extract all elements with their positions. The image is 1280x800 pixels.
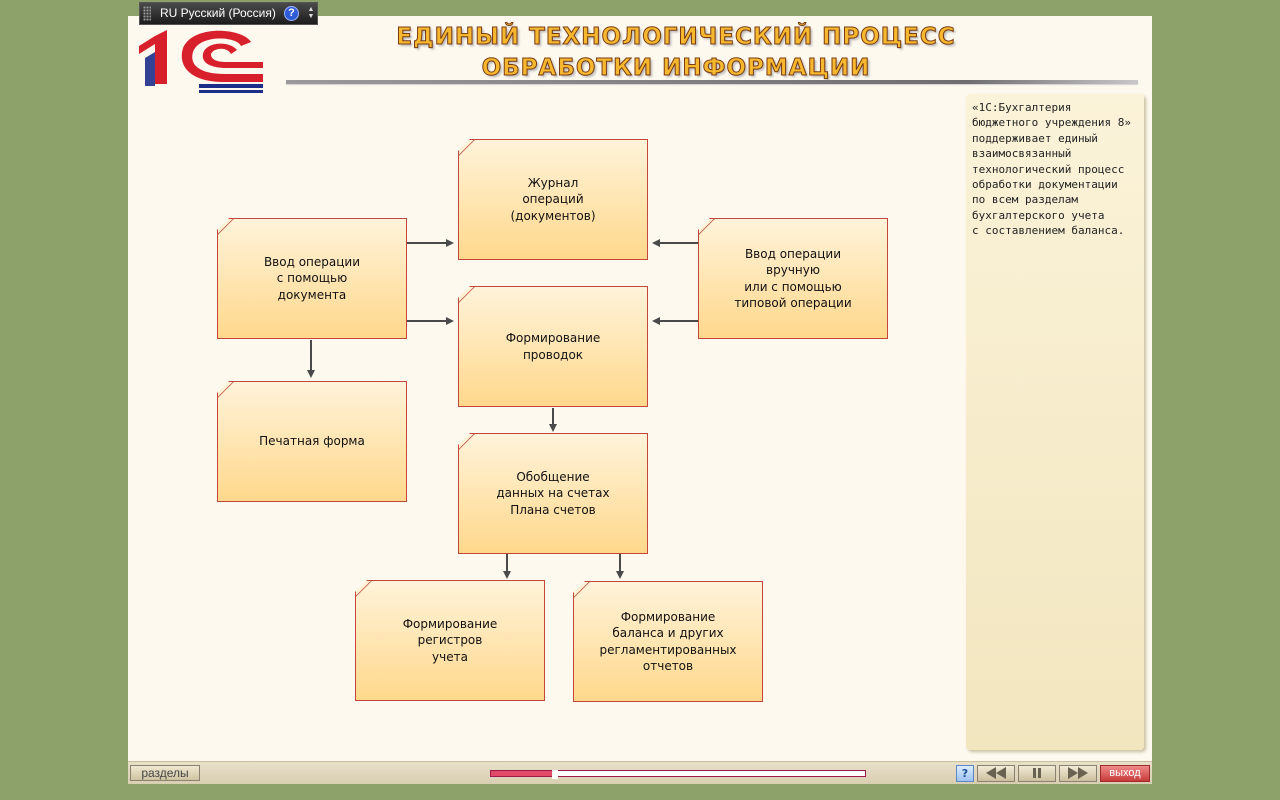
page-title-line1: ЕДИНЫЙ ТЕХНОЛОГИЧЕСКИЙ ПРОЦЕСС [396,24,956,51]
rewind-icon [986,767,1006,779]
box-print-form-label: Печатная форма [259,434,365,449]
presentation-window: ЕДИНЫЙ ТЕХНОЛОГИЧЕСКИЙ ПРОЦЕСС ОБРАБОТКИ… [128,16,1152,784]
box-input-document-label: Ввод операции с помощью документа [263,254,361,302]
grip-handle-icon[interactable] [143,6,151,21]
box-input-manual[interactable]: Ввод операции вручную или с помощью типо… [698,218,888,339]
language-bar[interactable]: RU Русский (Россия) ? ▲▼ [139,2,318,25]
description-panel: «1С:Бухгалтерия бюджетного учреждения 8»… [966,94,1144,750]
help-icon[interactable]: ? [284,6,299,21]
help-button[interactable]: ? [956,765,974,782]
navigation-bar: разделы ? выход [128,761,1152,784]
sections-button[interactable]: разделы [130,765,200,781]
rewind-button[interactable] [977,765,1015,782]
page-title-line2: ОБРАБОТКИ ИНФОРМАЦИИ [481,55,871,82]
box-postings-label: Формирование проводок [505,331,601,362]
box-input-document[interactable]: Ввод операции с помощью документа [217,218,407,339]
language-label[interactable]: RU Русский (Россия) [160,6,276,20]
progress-handle[interactable] [551,770,558,779]
box-summary[interactable]: Обобщение данных на счетах Плана счетов [458,433,648,554]
box-summary-label: Обобщение данных на счетах Плана счетов [496,469,610,517]
pause-icon [1033,768,1041,778]
exit-button[interactable]: выход [1100,765,1150,782]
title-divider [286,80,1138,84]
fast-forward-icon [1068,767,1088,779]
box-postings[interactable]: Формирование проводок [458,286,648,407]
box-balance[interactable]: Формирование баланса и других регламенти… [573,581,763,702]
progress-fill [491,771,555,776]
box-input-manual-label: Ввод операции вручную или с помощью типо… [734,246,852,311]
box-journal[interactable]: Журнал операций (документов) [458,139,648,260]
1c-logo [139,30,263,93]
box-journal-label: Журнал операций (документов) [510,175,596,223]
box-balance-label: Формирование баланса и других регламенти… [599,609,737,674]
options-arrow-icon[interactable]: ▲▼ [307,6,315,20]
fast-forward-button[interactable] [1059,765,1097,782]
progress-bar[interactable] [490,770,866,779]
box-registers[interactable]: Формирование регистров учета [355,580,545,701]
box-print-form[interactable]: Печатная форма [217,381,407,502]
description-text: «1С:Бухгалтерия бюджетного учреждения 8»… [972,101,1131,238]
pause-button[interactable] [1018,765,1056,782]
box-registers-label: Формирование регистров учета [402,616,498,664]
page-title: ЕДИНЫЙ ТЕХНОЛОГИЧЕСКИЙ ПРОЦЕСС ОБРАБОТКИ… [376,22,976,84]
